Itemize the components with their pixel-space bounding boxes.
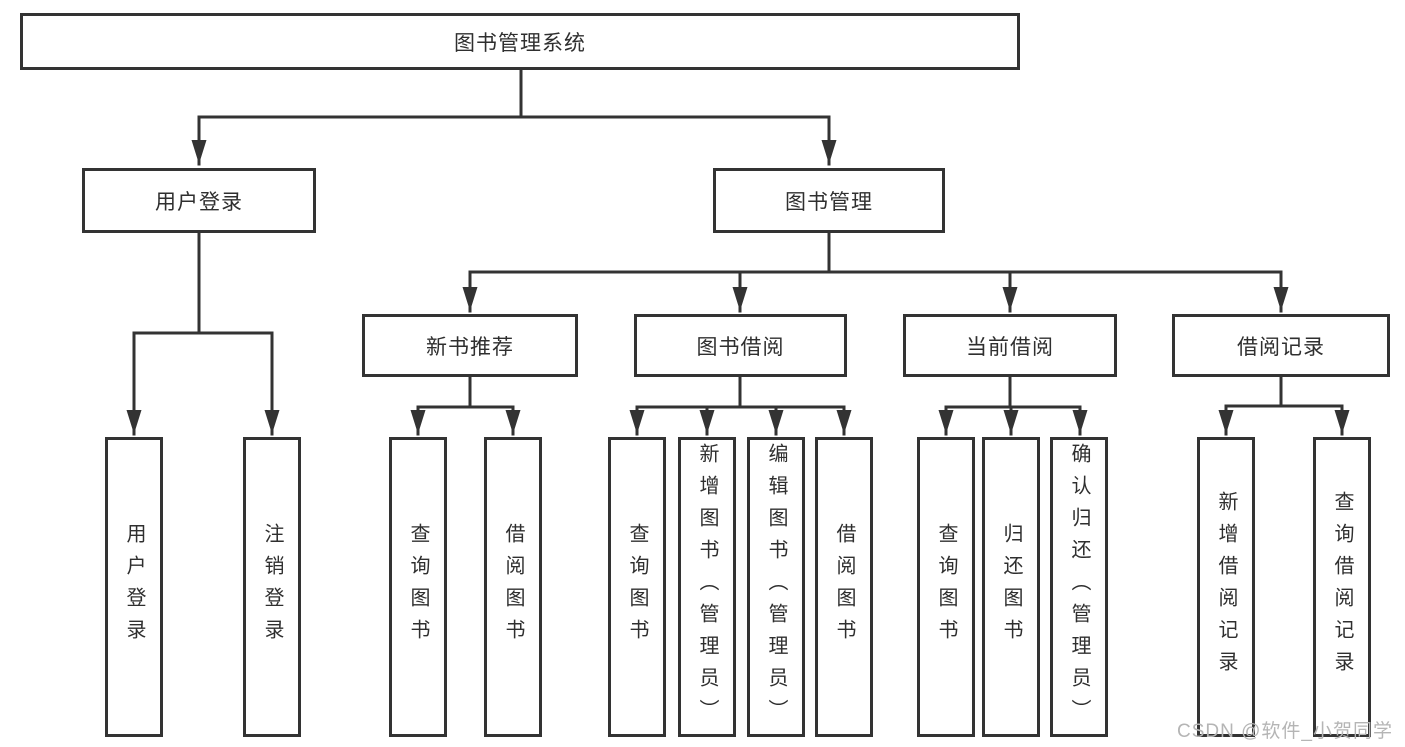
node-root-label: 图书管理系统 [454, 31, 586, 55]
node-new-book-recommend: 新书推荐 [362, 314, 578, 377]
leaf-borrow-query-books: 查询图书 [608, 437, 666, 737]
node-book-management-label: 图书管理 [785, 190, 873, 214]
leaf-records-query-record-label: 查询借阅记录 [1331, 491, 1353, 683]
leaf-user-login-label: 用户登录 [123, 523, 145, 651]
node-book-borrow-label: 图书借阅 [696, 335, 785, 359]
leaf-logout-label: 注销登录 [261, 523, 283, 651]
node-book-borrow: 图书借阅 [634, 314, 847, 377]
node-book-management: 图书管理 [713, 168, 945, 233]
leaf-current-return-books-label: 归还图书 [1000, 523, 1022, 651]
node-user-login-label: 用户登录 [155, 190, 243, 214]
node-root: 图书管理系统 [20, 13, 1020, 70]
node-current-borrow: 当前借阅 [903, 314, 1117, 377]
leaf-borrow-edit-books-admin: 编辑图书（管理员） [747, 437, 805, 737]
leaf-recommend-query-books-label: 查询图书 [407, 523, 429, 651]
leaf-recommend-query-books: 查询图书 [389, 437, 447, 737]
leaf-borrow-borrow-books-label: 借阅图书 [833, 523, 855, 651]
leaf-borrow-edit-books-admin-label: 编辑图书（管理员） [765, 443, 787, 731]
leaf-borrow-add-books-admin: 新增图书（管理员） [678, 437, 736, 737]
leaf-current-query-books-label: 查询图书 [935, 523, 957, 651]
leaf-current-return-books: 归还图书 [982, 437, 1040, 737]
leaf-logout: 注销登录 [243, 437, 301, 737]
leaf-current-confirm-return-admin: 确认归还（管理员） [1050, 437, 1108, 737]
leaf-current-confirm-return-admin-label: 确认归还（管理员） [1068, 443, 1090, 731]
leaf-borrow-add-books-admin-label: 新增图书（管理员） [696, 443, 718, 731]
leaf-records-add-record: 新增借阅记录 [1197, 437, 1255, 737]
leaf-user-login: 用户登录 [105, 437, 163, 737]
leaf-recommend-borrow-books: 借阅图书 [484, 437, 542, 737]
node-borrow-records-label: 借阅记录 [1237, 335, 1325, 359]
leaf-recommend-borrow-books-label: 借阅图书 [502, 523, 524, 651]
leaf-records-query-record: 查询借阅记录 [1313, 437, 1371, 737]
leaf-borrow-query-books-label: 查询图书 [626, 523, 648, 651]
leaf-records-add-record-label: 新增借阅记录 [1215, 491, 1237, 683]
leaf-borrow-borrow-books: 借阅图书 [815, 437, 873, 737]
watermark: CSDN @软件_小贺同学 [1177, 721, 1393, 742]
node-user-login: 用户登录 [82, 168, 316, 233]
node-current-borrow-label: 当前借阅 [966, 335, 1054, 359]
node-borrow-records: 借阅记录 [1172, 314, 1390, 377]
node-new-book-recommend-label: 新书推荐 [426, 335, 514, 359]
leaf-current-query-books: 查询图书 [917, 437, 975, 737]
